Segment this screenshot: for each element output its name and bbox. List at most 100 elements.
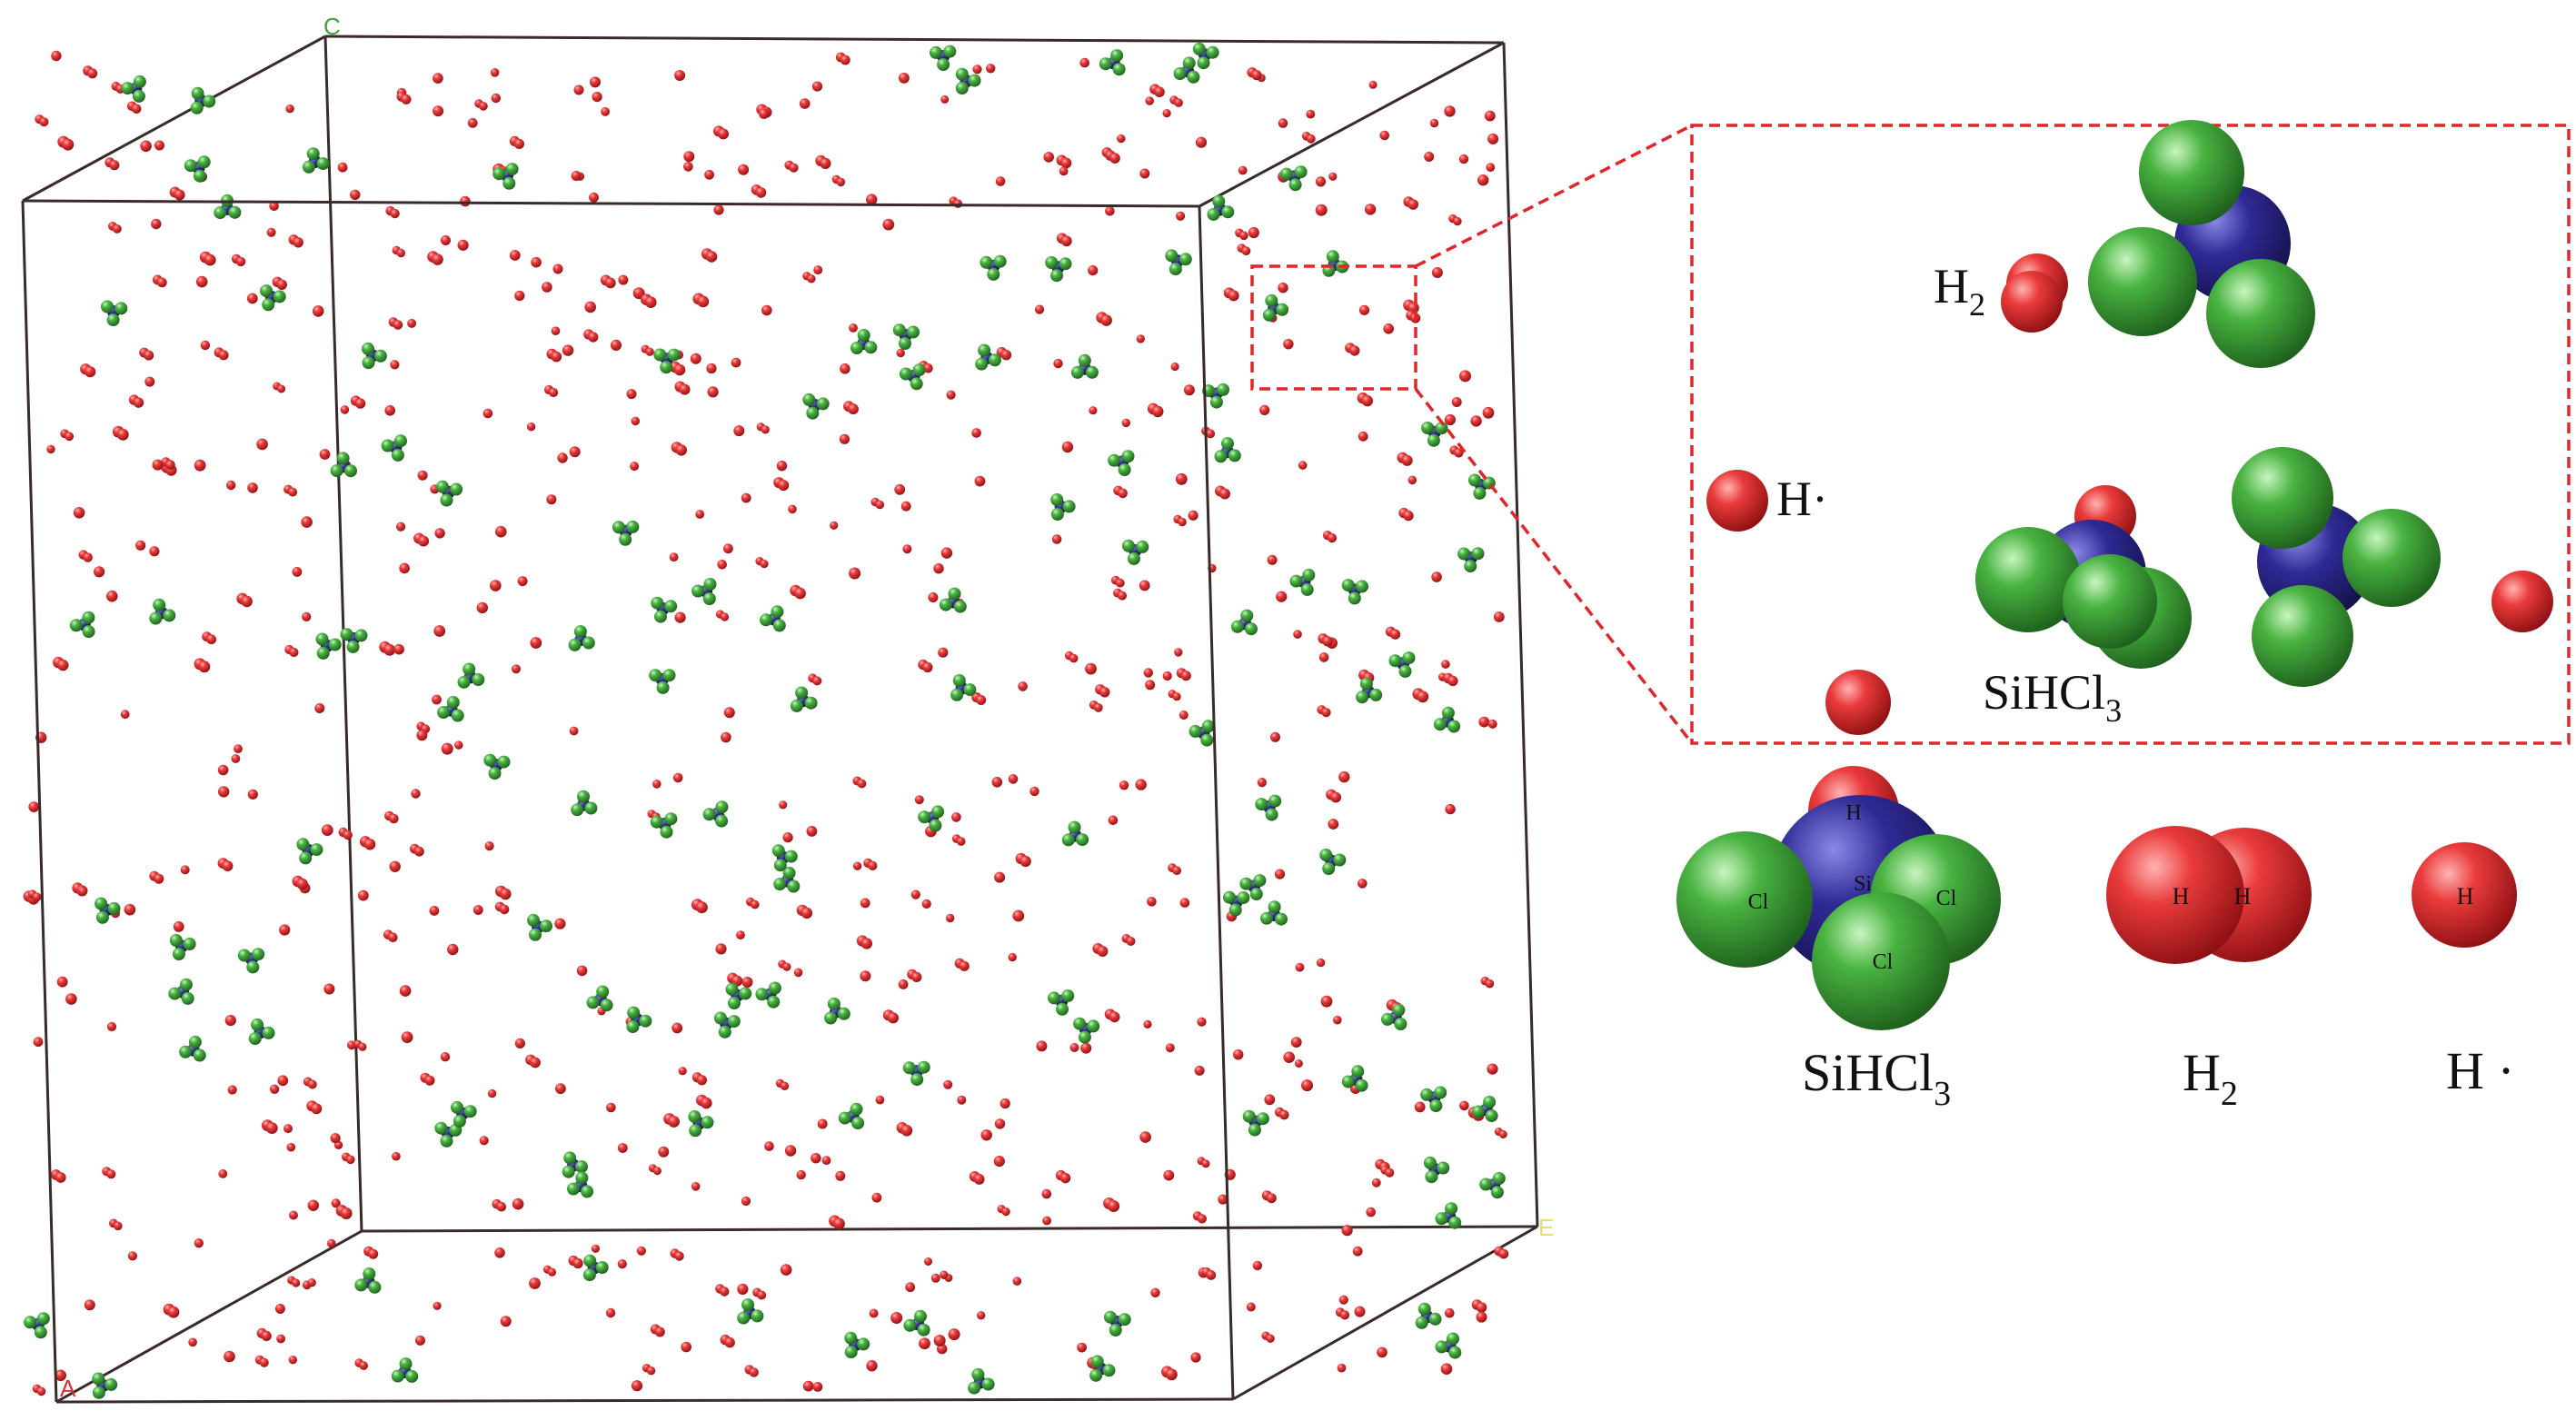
hydrogen-particle xyxy=(994,1156,1005,1167)
sihcl3-particle xyxy=(1062,821,1089,847)
hydrogen-particle xyxy=(943,1080,952,1089)
hydrogen-particle xyxy=(548,1268,556,1277)
hydrogen-particle xyxy=(1139,169,1149,179)
hydrogen-particle xyxy=(570,446,581,457)
hydrogen-particle xyxy=(530,637,542,649)
hydrogen-particle xyxy=(37,1387,46,1396)
hydrogen-particle xyxy=(570,727,579,736)
sihcl3-particle xyxy=(772,844,798,871)
hydrogen-particle xyxy=(389,814,399,824)
hydrogen-particle xyxy=(934,1335,946,1346)
sihcl3-particle xyxy=(527,914,552,941)
hydrogen-particle xyxy=(1085,663,1097,675)
hydrogen-particle xyxy=(549,388,558,397)
sihcl3-particle xyxy=(755,982,781,1009)
hydrogen-particle xyxy=(262,1331,272,1341)
sihcl3-particle xyxy=(316,633,342,660)
hydrogen-particle xyxy=(668,1116,680,1128)
hydrogen-particle xyxy=(940,1271,948,1279)
hydrogen-particle xyxy=(1253,1261,1262,1270)
legend-h2-right-label: H xyxy=(2234,883,2252,909)
simulation-box: C A E xyxy=(23,13,1554,1402)
hydrogen-particle xyxy=(343,830,353,840)
hydrogen-particle xyxy=(416,730,427,740)
hydrogen-particle xyxy=(951,812,961,822)
hydrogen-particle xyxy=(674,70,685,81)
hydrogen-particle xyxy=(681,1342,691,1353)
hydrogen-particle xyxy=(653,1167,661,1175)
hydrogen-particle xyxy=(495,526,507,538)
hydrogen-particle xyxy=(1145,96,1154,105)
hydrogen-particle xyxy=(1372,1178,1381,1187)
hydrogen-particle xyxy=(415,1336,425,1346)
hydrogen-particle xyxy=(1180,898,1190,908)
hydrogen-particle xyxy=(308,1080,317,1089)
inset-sihcl3-right xyxy=(2232,447,2441,687)
hydrogen-particle xyxy=(960,961,970,971)
hydrogen-particle xyxy=(1328,533,1337,542)
hydrogen-particle xyxy=(901,502,911,512)
inset-sihcl3-middle xyxy=(1975,485,2192,669)
hydrogen-particle xyxy=(971,428,981,438)
hydrogen-particle xyxy=(397,249,405,257)
hydrogen-particle xyxy=(837,178,846,187)
hydrogen-particle xyxy=(957,837,966,846)
hydrogen-particle xyxy=(527,422,535,431)
zoom-inset: H2 H· SiHCl3 xyxy=(1706,120,2553,735)
particle-field xyxy=(24,43,1509,1399)
sihcl3-particle xyxy=(179,1036,206,1062)
hydrogen-particle xyxy=(1061,158,1072,169)
hydrogen-particle xyxy=(219,350,229,360)
hydrogen-particle xyxy=(779,800,787,809)
sihcl3-particle xyxy=(303,147,330,174)
hydrogen-particle xyxy=(1407,199,1418,210)
hydrogen-particle xyxy=(432,695,442,705)
hydrogen-particle xyxy=(390,861,401,872)
hydrogen-particle xyxy=(248,790,258,800)
hydrogen-particle xyxy=(924,1257,932,1266)
hydrogen-particle xyxy=(737,1284,748,1295)
hydrogen-particle xyxy=(562,344,573,355)
hydrogen-particle xyxy=(554,919,565,929)
hydrogen-particle xyxy=(1445,414,1456,425)
hydrogen-particle xyxy=(1444,105,1455,116)
hydrogen-particle xyxy=(789,164,798,173)
hydrogen-particle xyxy=(51,51,61,61)
hydrogen-particle xyxy=(1184,384,1195,395)
hydrogen-particle xyxy=(1069,654,1079,663)
hydrogen-particle xyxy=(181,865,190,874)
hydrogen-particle xyxy=(696,901,708,913)
hydrogen-particle xyxy=(1424,152,1434,162)
hydrogen-particle xyxy=(320,449,331,460)
hydrogen-particle xyxy=(1349,345,1359,355)
hydrogen-particle xyxy=(1488,720,1497,729)
hydrogen-particle xyxy=(1359,305,1369,315)
hydrogen-particle xyxy=(1109,153,1120,164)
sihcl3-particle xyxy=(583,1255,609,1281)
hydrogen-particle xyxy=(460,196,471,207)
hydrogen-particle xyxy=(33,892,42,901)
hydrogen-particle xyxy=(1459,370,1471,382)
hydrogen-particle xyxy=(1459,1101,1469,1111)
hydrogen-particle xyxy=(671,1023,682,1034)
hydrogen-particle xyxy=(201,341,210,350)
sihcl3-particle xyxy=(1174,56,1200,83)
hydrogen-particle xyxy=(1403,511,1413,521)
hydrogen-particle xyxy=(764,1141,774,1151)
hydrogen-particle xyxy=(1459,154,1468,164)
sihcl3-particle xyxy=(214,194,241,219)
sihcl3-particle xyxy=(1356,678,1382,704)
sihcl3-particle xyxy=(1099,49,1126,75)
hydrogen-particle xyxy=(277,280,287,290)
hydrogen-particle xyxy=(458,240,469,251)
hydrogen-particle xyxy=(1166,1043,1175,1052)
hydrogen-particle xyxy=(860,970,870,981)
hydrogen-particle xyxy=(276,1335,285,1344)
hydrogen-particle xyxy=(510,250,521,261)
hydrogen-particle xyxy=(247,482,258,493)
sihcl3-particle xyxy=(975,344,1001,371)
hydrogen-particle xyxy=(1415,1102,1426,1113)
hydrogen-particle xyxy=(518,576,528,586)
hydrogen-particle xyxy=(206,634,216,644)
sihcl3-particle xyxy=(392,1357,418,1383)
